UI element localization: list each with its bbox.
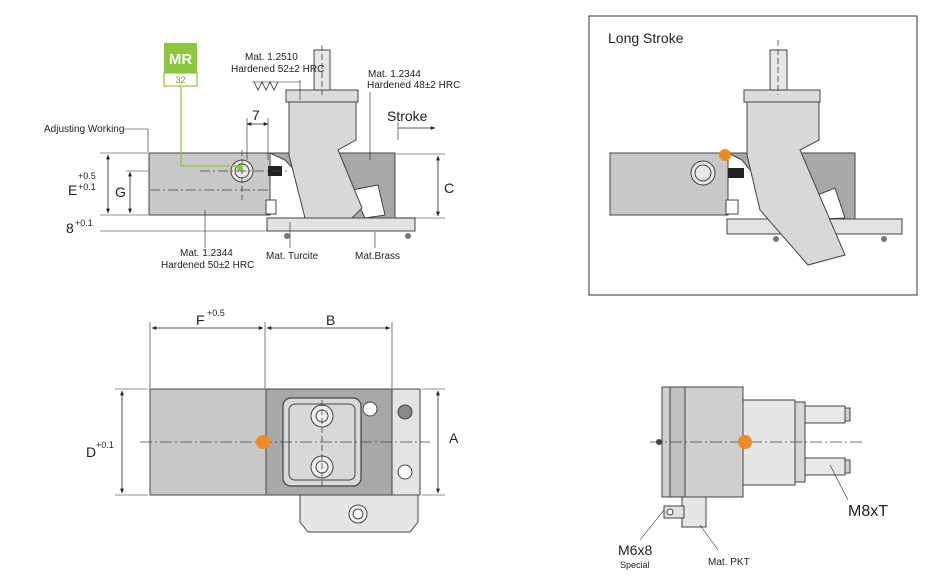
dim-g-label: G [115,184,126,200]
mr-badge: MR 32 [163,43,198,87]
dim-e-label: E [68,182,77,198]
end-view [639,386,865,551]
dim-f-label: F [196,312,205,328]
dim-d-label: D [86,444,96,460]
top-view [115,322,445,533]
m8-label: M8xT [848,503,888,520]
base-block [148,152,271,216]
e-upper-tol: +0.5 [78,171,96,181]
e-lower-tol: +0.1 [78,182,96,192]
turcite-label: Mat. Turcite [266,251,319,262]
dim-c-label: C [444,180,454,196]
dim-8-label: 8 [66,220,74,236]
driver-body [288,101,363,219]
base-hardness-label: Hardened 50±2 HRC [161,260,254,271]
top-hardness-label: Hardened 52±2 HRC [231,64,324,75]
stroke-label: Stroke [387,108,428,124]
dim-7-label: 7 [252,107,260,123]
dim-a-label: A [449,430,459,446]
f-tol: +0.5 [207,308,225,318]
brass-label: Mat.Brass [355,251,400,262]
end-view-marker [738,435,752,449]
badge-title: MR [169,51,192,68]
long-stroke-title: Long Stroke [608,30,684,46]
adjusting-label: Adjusting Working [44,124,124,135]
special-label: Special [620,560,650,570]
badge-number: 32 [175,75,185,85]
pkt-label: Mat. PKT [708,557,750,568]
cam-hardness-label: Hardened 48±2 HRC [367,80,460,91]
long-stroke-marker [719,149,731,161]
d-tol: +0.1 [96,440,114,450]
long-stroke-panel: Long Stroke [588,15,918,296]
top-view-marker [256,435,270,449]
m6-label: M6x8 [618,542,652,558]
side-view [100,45,445,248]
top-material-label: Mat. 1.2510 [245,52,298,63]
dim-b-label: B [326,312,335,328]
cam-material-label: Mat. 1.2344 [368,69,421,80]
base-material-label: Mat. 1.2344 [180,248,233,259]
dim-8-tol: +0.1 [75,218,93,228]
brass-plate [266,217,416,232]
